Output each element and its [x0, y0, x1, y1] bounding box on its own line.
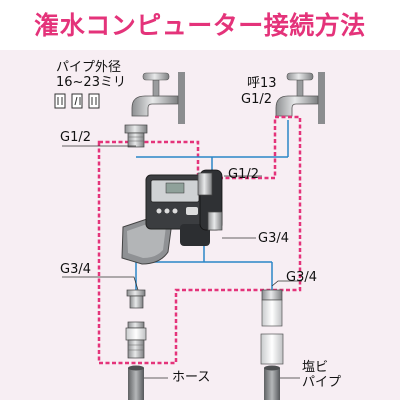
nominal-size-label: 呼13: [247, 76, 277, 91]
faucet-thread-label: G1/2: [60, 130, 91, 145]
hose-thread-label: G3/4: [60, 262, 91, 277]
pvc-thread-label: G3/4: [286, 270, 317, 285]
irrigation-timer-icon: [121, 169, 223, 265]
pipe-diameter-range-label: 16~23ミリ: [56, 75, 126, 90]
hose-label: ホース: [172, 370, 211, 385]
hose-adapter-icon: [126, 289, 146, 309]
pvc-adapter-icon: [261, 289, 283, 327]
hose-connector-icon: [125, 321, 147, 359]
pipe-diameter-label: パイプ外径: [56, 60, 122, 75]
faucet-adapter-icon: [124, 124, 148, 148]
pvc-label: 塩ビ: [302, 360, 329, 375]
left-faucet-icon: [131, 72, 185, 124]
pipe-clamp-icon: [54, 93, 100, 109]
hose-icon: [128, 365, 144, 400]
page-title: 潅水コンピューター接続方法: [34, 11, 366, 40]
label-leaders: [62, 145, 302, 379]
pvc-socket-icon: [260, 333, 284, 365]
pvc-pipe-icon: [264, 365, 280, 400]
pvc-pipe-label: パイプ: [302, 375, 342, 390]
timer-outlet-thread-label: G3/4: [258, 231, 289, 246]
connector-lines: [135, 120, 289, 290]
timer-inlet-thread-label: G1/2: [228, 167, 259, 182]
nominal-thread-label: G1/2: [241, 92, 272, 107]
